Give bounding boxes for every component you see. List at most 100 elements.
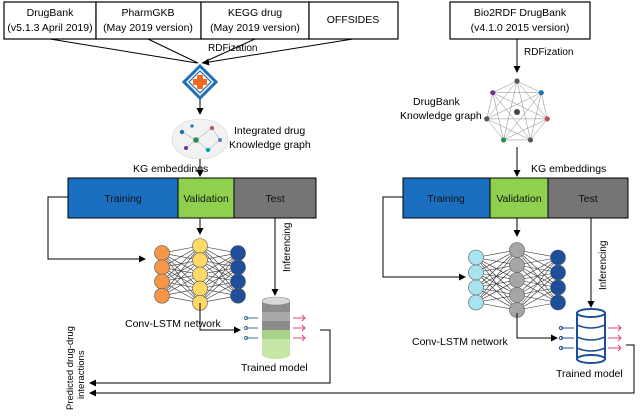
network-node: [192, 252, 208, 269]
right-output-arrow: [89, 344, 635, 397]
network-to-model-arrow: [516, 313, 558, 342]
test-segment: [547, 177, 629, 219]
kg-edge: [530, 92, 542, 140]
dataset-split-bar: Training Validation Test: [402, 177, 629, 219]
rdfization-label: RDFization: [524, 47, 573, 58]
network-label: Conv-LSTM network: [125, 318, 221, 330]
kg-edge: [516, 80, 548, 120]
source-version: (v4.1.0 2015 version): [471, 22, 570, 34]
kg-node: [538, 90, 544, 96]
right-pipeline: Bio2RDF DrugBank (v4.1.0 2015 version) R…: [89, 1, 635, 397]
kg-node: [514, 78, 520, 84]
test-label: Test: [265, 193, 284, 205]
network-node: [468, 264, 484, 281]
network-node: [230, 287, 246, 304]
rdf-logo-icon: [181, 63, 219, 101]
network-node: [550, 264, 566, 281]
source-box-drugbank: DrugBank (v5.1.3 April 2019): [3, 1, 97, 40]
inferencing-label: Inferencing: [598, 241, 609, 290]
network-node: [509, 272, 525, 288]
network-node: [192, 280, 208, 297]
kg-node: [514, 109, 520, 115]
source-version: (May 2019 version): [103, 22, 193, 34]
network-edge: [475, 249, 518, 288]
rdfization-label: RDFization: [208, 43, 257, 54]
network-edge: [199, 267, 239, 304]
training-segment: [402, 177, 491, 219]
test-label: Test: [578, 193, 597, 205]
kg-edge: [492, 92, 548, 120]
network-edge: [161, 245, 201, 282]
source-name: Bio2RDF DrugBank: [474, 7, 567, 19]
dataset-split-bar: Training Validation Test: [67, 177, 317, 219]
validation-label: Validation: [496, 193, 541, 205]
network-node: [509, 242, 525, 258]
network-node: [192, 266, 208, 283]
network-edge: [161, 259, 201, 296]
network-node: [230, 273, 246, 290]
kg-edge: [492, 92, 504, 140]
network-label: Conv-LSTM network: [412, 336, 508, 348]
kg-edge: [492, 92, 531, 141]
source-box-bio2rdf: Bio2RDF DrugBank (v4.1.0 2015 version): [449, 1, 591, 40]
source-box-pharmgkb: PharmGKB (May 2019 version): [95, 1, 202, 40]
kg-label-line1: Integrated drug: [234, 125, 305, 137]
network-to-model-arrow: [199, 303, 241, 334]
left-pipeline: DrugBank (v5.1.3 April 2019) PharmGKB (M…: [3, 1, 399, 387]
kg-label-line1: DrugBank: [413, 96, 460, 108]
network-node: [230, 245, 246, 261]
source-name: OFFSIDES: [327, 14, 380, 26]
validation-label: Validation: [183, 193, 228, 205]
network-edge: [516, 257, 559, 311]
kg-edge: [486, 92, 542, 120]
kg-label-line2: Knowledge graph: [229, 139, 311, 151]
network-node: [468, 279, 484, 296]
training-feedback-arrow: [382, 196, 466, 281]
network-node: [509, 257, 525, 273]
embeddings-label: KG embeddings: [133, 163, 208, 175]
output-label-line2: interactions: [76, 350, 87, 399]
source-box-kegg: KEGG drug (May 2019 version): [200, 1, 310, 40]
kg-node: [527, 137, 534, 143]
kg-edge: [486, 118, 504, 141]
kg-edge: [486, 118, 531, 141]
network-node: [154, 259, 170, 276]
integrated-kg-graph-icon: [171, 118, 229, 160]
kg-edge: [516, 80, 531, 140]
trained-model-database-icon: [243, 296, 306, 359]
kg-node: [490, 90, 496, 96]
source-version: (May 2019 version): [210, 22, 300, 34]
inferencing-label: Inferencing: [282, 223, 293, 272]
kg-label-line2: Knowledge graph: [400, 110, 482, 122]
drugbank-kg-graph-icon: [484, 78, 550, 143]
kg-edge: [503, 92, 542, 141]
network-edge: [516, 272, 559, 311]
source-name: KEGG drug: [228, 7, 282, 19]
kg-edge: [540, 92, 548, 119]
source-name: PharmGKB: [121, 7, 174, 19]
network-edge: [199, 252, 239, 289]
training-feedback-arrow: [47, 196, 146, 263]
network-edge: [161, 245, 201, 296]
network-node: [468, 294, 484, 311]
model-label: Trained model: [556, 368, 623, 380]
source-arrows: [49, 38, 354, 66]
network-node: [154, 287, 170, 304]
network-edge: [199, 252, 239, 303]
network-node: [509, 287, 525, 303]
network-node: [154, 245, 170, 261]
kg-edge: [530, 118, 548, 141]
kg-edge: [486, 80, 518, 120]
kg-node: [500, 137, 507, 143]
left-neural-network-icon: [154, 238, 246, 311]
training-label: Training: [427, 193, 465, 205]
training-segment: [67, 177, 179, 219]
embeddings-label: KG embeddings: [531, 163, 606, 175]
kg-edge: [492, 80, 518, 93]
validation-segment: [177, 177, 235, 219]
kg-edge: [516, 80, 542, 93]
network-edge: [475, 264, 518, 303]
kg-edge: [503, 118, 548, 141]
training-label: Training: [104, 193, 142, 205]
